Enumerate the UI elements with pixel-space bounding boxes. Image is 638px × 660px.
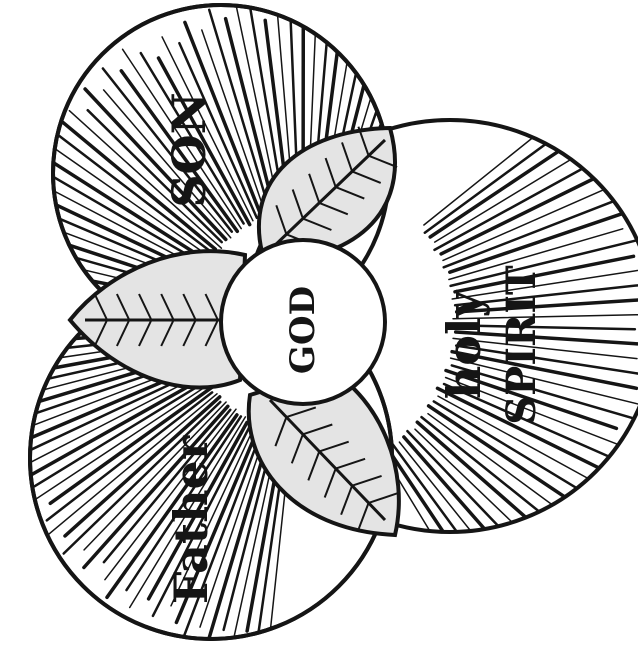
label-god: GOD bbox=[283, 286, 323, 374]
label-son: SON bbox=[162, 92, 216, 207]
label-holy: holy bbox=[437, 290, 491, 400]
label-father: Father bbox=[164, 435, 218, 604]
label-spirit: SPIRIT bbox=[498, 265, 545, 425]
